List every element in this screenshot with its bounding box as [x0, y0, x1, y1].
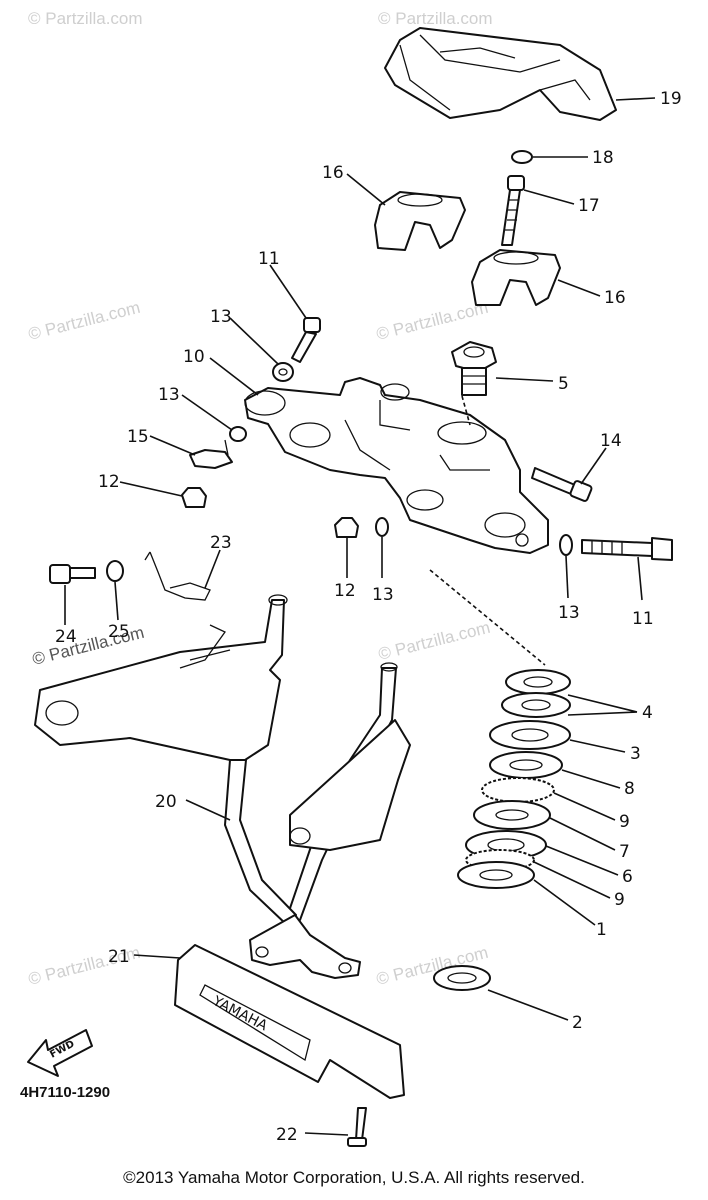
- washer-18: [511, 150, 533, 164]
- stem-nut-5: [451, 341, 497, 396]
- leader-lines: [64, 97, 656, 1136]
- callout-15: 15: [127, 427, 149, 447]
- cap-nut-12a: [181, 487, 207, 508]
- watermark: © Partzilla.com: [28, 9, 143, 28]
- callout-25: 25: [108, 622, 130, 642]
- callout-2: 2: [572, 1013, 583, 1033]
- washer-25: [106, 560, 124, 582]
- callout-3: 3: [630, 744, 641, 764]
- callout-12: 12: [334, 581, 356, 601]
- callout-23: 23: [210, 533, 232, 553]
- callout-10: 10: [183, 347, 205, 367]
- callouts: 19 18 17 16 16 11 13 10 13 15 12 5 14 12…: [55, 89, 682, 1145]
- callout-13: 13: [210, 307, 232, 327]
- callout-16: 16: [604, 288, 626, 308]
- callout-22: 22: [276, 1125, 298, 1145]
- callout-11: 11: [632, 609, 654, 629]
- callout-6: 6: [622, 867, 633, 887]
- callout-4: 4: [642, 703, 653, 723]
- callout-7: 7: [619, 842, 630, 862]
- upper-bracket-10: [244, 377, 549, 554]
- cap-nut-12b: [334, 517, 359, 538]
- callout-13: 13: [158, 385, 180, 405]
- watermark: © Partzilla.com: [374, 298, 490, 344]
- callout-24: 24: [55, 627, 77, 647]
- emblem-panel-21: YAMAHA: [174, 944, 405, 1099]
- bolt-14: [531, 467, 593, 502]
- callout-8: 8: [624, 779, 635, 799]
- callout-5: 5: [558, 374, 569, 394]
- bolt-11a: [291, 317, 321, 363]
- watermark: © Partzilla.com: [26, 298, 142, 344]
- callout-17: 17: [578, 196, 600, 216]
- callout-20: 20: [155, 792, 177, 812]
- washer-13a: [272, 362, 294, 382]
- callout-9: 9: [614, 890, 625, 910]
- callout-9: 9: [619, 812, 630, 832]
- handlebar-holder-16a: [374, 191, 466, 251]
- front-fork-20: [34, 594, 411, 979]
- handlebar-holder-16b: [471, 249, 561, 306]
- bolt-11b: [581, 537, 673, 561]
- washer-13d: [559, 534, 573, 556]
- bolt-24: [49, 564, 96, 584]
- callout-11: 11: [258, 249, 280, 269]
- spring-23: [144, 551, 211, 601]
- dust-seal-2: [433, 965, 491, 991]
- fwd-arrow-icon: FWD: [27, 1029, 93, 1077]
- watermark: © Partzilla.com: [376, 618, 492, 664]
- washer-13b: [229, 426, 247, 442]
- screw-22: [347, 1107, 367, 1147]
- callout-16: 16: [322, 163, 344, 183]
- copyright-notice: ©2013 Yamaha Motor Corporation, U.S.A. A…: [123, 1168, 585, 1187]
- callout-14: 14: [600, 431, 622, 451]
- bearing-stack: [457, 669, 571, 889]
- part-code: 4H7110-1290: [20, 1084, 110, 1101]
- callout-13: 13: [372, 585, 394, 605]
- washer-13c: [375, 517, 389, 537]
- hose-clip-15: [189, 439, 233, 469]
- callout-13: 13: [558, 603, 580, 623]
- watermark: © Partzilla.com: [378, 9, 493, 28]
- callout-19: 19: [660, 89, 682, 109]
- handlebar-cover-19: [384, 27, 617, 121]
- callout-21: 21: [108, 947, 130, 967]
- callout-12: 12: [98, 472, 120, 492]
- callout-18: 18: [592, 148, 614, 168]
- bolt-17: [501, 175, 525, 246]
- callout-1: 1: [596, 920, 607, 940]
